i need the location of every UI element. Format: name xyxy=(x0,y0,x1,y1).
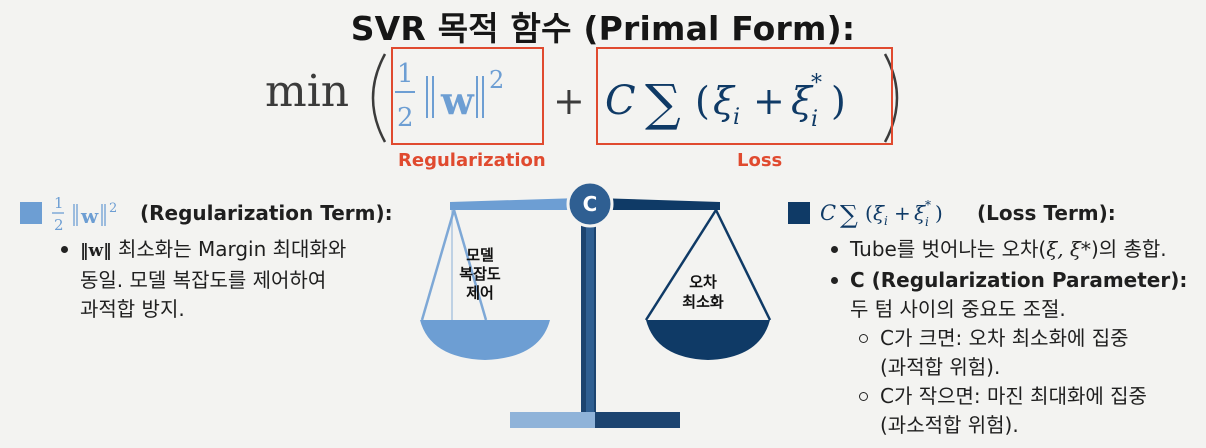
svg-text:(: ( xyxy=(865,201,873,225)
norm-w-inline: ‖w‖ xyxy=(80,241,112,261)
sub-bullet-group: C가 크면: 오차 최소화에 집중 (과적합 위험). C가 작으면: 마진 최… xyxy=(850,324,1200,440)
left-pan-label: 모델 복잡도 제어 xyxy=(445,246,515,303)
svg-text:+: + xyxy=(753,79,785,123)
left-pan-line2: 복잡도 xyxy=(459,265,501,283)
right-paren xyxy=(883,53,899,143)
sub-bullet-2-line2: (과소적합 위험). xyxy=(880,413,1019,437)
svg-text:∑: ∑ xyxy=(840,200,858,229)
center-c-circle xyxy=(566,180,614,228)
regularization-box xyxy=(391,47,544,145)
loss-term-formula: C ∑ ( ξ i + ξ * i ) xyxy=(820,198,943,229)
right-pan-label: 오차 최소화 xyxy=(668,272,738,312)
right-bullet-2-line2: 두 텀 사이의 중요도 조절. xyxy=(850,297,1066,321)
svg-text:ξ: ξ xyxy=(791,79,814,123)
left-bullet-line2: 동일. 모델 복잡도를 제어하여 xyxy=(80,268,327,292)
sub-bullet-1-line2: (과적합 위험). xyxy=(880,355,1001,379)
left-bullet-line1-text: 최소화는 Margin 최대화와 xyxy=(118,237,347,261)
regularization-term-heading: (Regularization Term): xyxy=(140,201,393,225)
svg-text:ξ: ξ xyxy=(713,79,736,123)
sub-bullet-1: C가 크면: 오차 최소화에 집중 xyxy=(859,324,1200,353)
right-bullet-1-pre: Tube를 벗어나는 오차( xyxy=(850,237,1047,261)
loss-box xyxy=(596,47,893,145)
left-paren xyxy=(371,53,387,143)
svg-text:+: + xyxy=(894,201,911,225)
reg-term-formula: 1 2 w 2 xyxy=(52,194,117,234)
loss-term-heading: (Loss Term): xyxy=(977,201,1116,225)
svg-text:): ) xyxy=(831,79,846,123)
svg-text:*: * xyxy=(811,71,822,96)
left-bullet-line3: 과적합 방지. xyxy=(80,297,185,321)
left-bullet-line1: ‖w‖ 최소화는 Margin 최대화와 xyxy=(60,235,347,266)
svg-text:ξ: ξ xyxy=(873,201,885,225)
svg-text:C: C xyxy=(605,78,636,124)
svg-text:i: i xyxy=(925,215,929,229)
loss-expression: C ∑ ( ξ i + ξ * i ) xyxy=(605,71,846,132)
left-pan-line3: 제어 xyxy=(466,284,494,302)
left-bullet-text: ‖w‖ 최소화는 Margin 최대화와 동일. 모델 복잡도를 제어하여 과적… xyxy=(60,235,347,324)
balance-scale xyxy=(420,180,772,428)
xi-inline: ξ, ξ* xyxy=(1046,237,1091,261)
plus-sign: + xyxy=(553,79,585,123)
right-bullet-1: Tube를 벗어나는 오차(ξ, ξ*)의 총합. xyxy=(831,235,1200,264)
beam-left xyxy=(450,198,580,210)
half-fraction: 1 2 w 2 xyxy=(395,59,504,133)
svg-text:∑: ∑ xyxy=(645,74,681,132)
beam-right xyxy=(596,198,720,210)
svg-text:2: 2 xyxy=(397,103,414,133)
left-pan-line1: 모델 xyxy=(466,246,494,264)
svg-text:w: w xyxy=(440,78,475,123)
svg-text:w: w xyxy=(80,204,99,228)
svg-text:2: 2 xyxy=(54,216,64,234)
svg-text:*: * xyxy=(925,198,931,212)
objective-formula: 1 2 w 2 + C ∑ ( ξ i + ξ * i ) xyxy=(371,53,899,143)
svg-text:ξ: ξ xyxy=(914,201,926,225)
sub-bullet-2: C가 작으면: 마진 최대화에 집중 xyxy=(859,382,1200,411)
right-bullet-1-post: )의 총합. xyxy=(1090,237,1167,261)
dark-blue-square-icon xyxy=(788,202,810,224)
svg-text:C: C xyxy=(820,201,836,225)
right-pan-line2: 최소화 xyxy=(682,293,724,311)
svg-text:i: i xyxy=(811,107,818,132)
right-bullet-list: Tube를 벗어나는 오차(ξ, ξ*)의 총합. C (Regularizat… xyxy=(831,235,1200,440)
page-title: SVR 목적 함수 (Primal Form): xyxy=(350,9,856,48)
formula-min: min xyxy=(265,66,350,117)
right-bullet-2: C (Regularization Parameter): xyxy=(831,266,1200,295)
light-blue-square-icon xyxy=(20,202,42,224)
svg-text:1: 1 xyxy=(54,194,64,212)
loss-label: Loss xyxy=(737,150,783,171)
svg-text:(: ( xyxy=(695,79,710,123)
center-c-label: C xyxy=(582,192,598,216)
svg-text:2: 2 xyxy=(489,66,504,94)
svg-text:1: 1 xyxy=(397,59,414,89)
svg-text:2: 2 xyxy=(109,201,117,216)
regularization-label: Regularization xyxy=(398,150,546,171)
left-pan xyxy=(420,320,550,360)
svg-text:): ) xyxy=(935,201,943,225)
right-pan xyxy=(646,320,770,360)
svg-text:i: i xyxy=(733,105,740,130)
right-pan-line1: 오차 xyxy=(689,273,717,291)
svg-text:i: i xyxy=(884,214,888,228)
